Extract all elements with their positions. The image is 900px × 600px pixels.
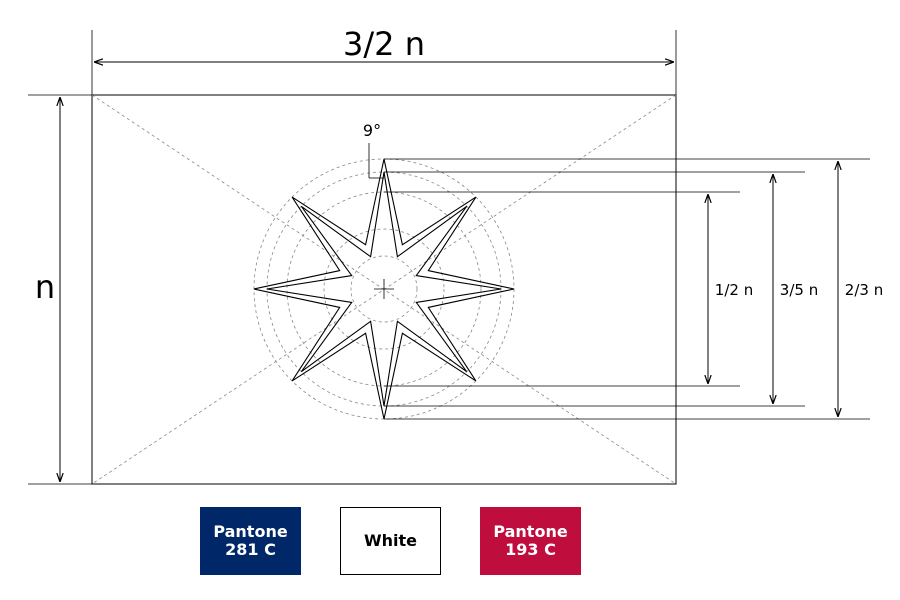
two-thirds-label: 2/3 n: [845, 281, 883, 299]
angle-label: 9°: [363, 121, 381, 140]
swatch-pantone-193: Pantone 193 C: [480, 507, 581, 575]
swatch-label: Pantone 193 C: [493, 522, 568, 559]
swatch-label: Pantone 281 C: [213, 522, 288, 559]
swatch-white: White: [340, 507, 441, 575]
half-label: 1/2 n: [715, 281, 753, 299]
label-background: [775, 278, 825, 300]
right-extension-lines: [384, 158, 870, 420]
swatch-label: White: [363, 531, 418, 550]
width-label: 3/2 n: [343, 25, 425, 63]
label-background: [710, 278, 760, 300]
three-fifths-label: 3/5 n: [780, 281, 818, 299]
swatch-pantone-281: Pantone 281 C: [200, 507, 301, 575]
label-background: [840, 278, 890, 300]
flag-outline: [91, 94, 677, 485]
height-label: n: [35, 268, 55, 306]
